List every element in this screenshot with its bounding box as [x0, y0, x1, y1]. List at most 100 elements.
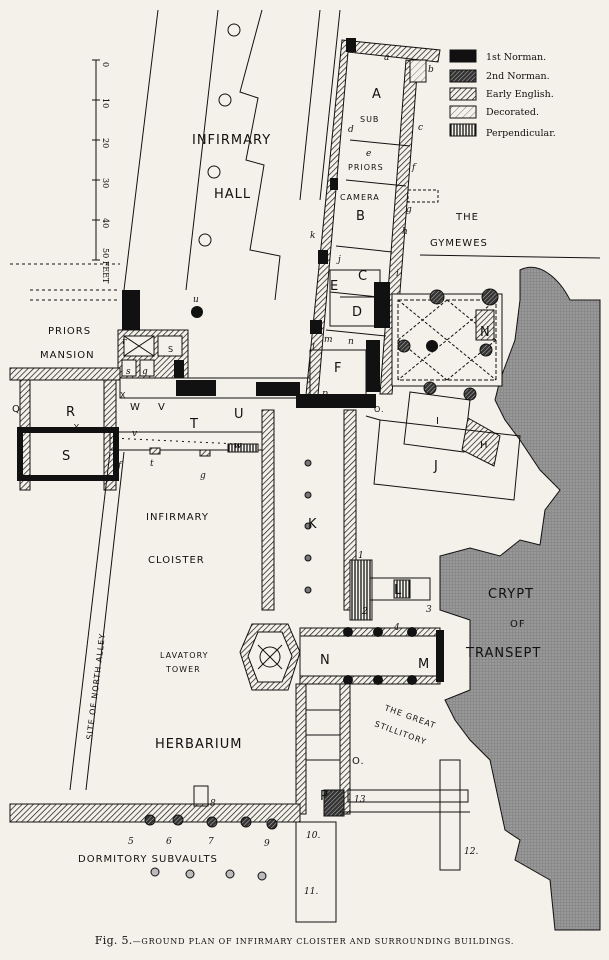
label-herbarium: HERBARIUM — [155, 737, 242, 752]
scale-tick-label: 30 — [101, 178, 110, 188]
label-infirmary-cloister: CLOISTER — [148, 555, 205, 566]
legend-label: Decorated. — [486, 107, 539, 118]
label-dormitory: DORMITORY SUBVAULTS — [78, 854, 218, 865]
number-label: 13 — [354, 795, 366, 805]
number-label: 7 — [208, 837, 214, 847]
scale-tick-label: 40 — [101, 218, 110, 228]
pillar-base-norman — [191, 306, 203, 318]
small-letter-label: b — [428, 65, 434, 75]
north-walk — [109, 349, 376, 457]
letter-label: S — [62, 449, 71, 464]
pillar-base — [207, 165, 221, 179]
small-letter-label: g — [406, 205, 412, 215]
letter-label: H — [480, 440, 489, 451]
small-letter-label: m — [324, 335, 333, 345]
letter-label: O. — [374, 405, 385, 414]
small-letter-label: i — [396, 269, 399, 279]
label-the-gymewes: GYMEWES — [430, 238, 488, 249]
letter-label: N — [320, 653, 331, 668]
scale-tick-label: 10 — [101, 98, 110, 108]
letter-label: Q — [12, 404, 21, 415]
small-letter-label: v — [132, 429, 137, 439]
rooms-i-h-j — [365, 391, 521, 501]
small-letter-label: c — [418, 123, 423, 133]
label-camera: CAMERA — [340, 193, 380, 202]
small-letter-label: f — [117, 461, 123, 471]
letter-label: W — [130, 402, 141, 413]
small-letter-label: q — [142, 367, 148, 377]
legend-swatch-2nd-norman — [449, 69, 477, 83]
small-letter-label: u — [193, 295, 199, 305]
legend: 1st Norman. 2nd Norman. Early English. D… — [449, 49, 556, 139]
letter-label: M — [418, 657, 430, 672]
letter-label: Y — [73, 423, 80, 432]
legend-label: Perpendicular. — [486, 128, 556, 139]
label-priors: PRIORS — [348, 163, 384, 172]
south-corridor — [295, 683, 351, 817]
letter-label: E — [330, 279, 339, 294]
pillar-base — [198, 233, 212, 247]
scale-tick-label: 0 — [101, 62, 110, 67]
letter-label: R — [66, 405, 76, 420]
label-infirmary-hall: INFIRMARY — [192, 133, 271, 148]
letter-label: D — [352, 305, 363, 320]
label-priors-mansion: MANSION — [40, 350, 95, 361]
small-letter-label: j — [336, 255, 341, 265]
letter-label: A — [372, 87, 382, 102]
small-letter-label: f — [411, 163, 417, 173]
letter-label: F — [334, 361, 342, 376]
lavatory-tower — [239, 623, 301, 691]
ground-plan: 0 10 20 30 40 50 FEET — [9, 9, 601, 931]
small-letter-label: s — [126, 367, 131, 377]
small-letter-label: t — [150, 459, 154, 469]
small-letter-label: x — [114, 437, 119, 447]
label-north-alley: SITE OF NORTH ALLEY — [85, 633, 107, 741]
figure-caption: Fig. 5.—GROUND PLAN OF INFIRMARY CLOISTE… — [0, 934, 609, 947]
legend-swatch-decorated — [449, 105, 477, 119]
small-letter-label: k — [310, 231, 315, 241]
small-letter-label: n — [348, 337, 354, 347]
small-letter-label: g — [200, 471, 206, 481]
number-label: 2 — [361, 607, 368, 617]
letter-label: B — [356, 209, 366, 224]
number-label: 11. — [304, 887, 318, 897]
caption-fig-number: Fig. 5. — [94, 934, 133, 947]
number-label: 12. — [464, 847, 478, 857]
letter-label: O. — [352, 756, 365, 767]
label-sub: SUB — [360, 115, 379, 124]
letter-label: L — [394, 583, 402, 598]
number-label: 10. — [306, 831, 320, 841]
small-letter-label: a — [384, 53, 389, 63]
pillar-base — [218, 93, 232, 107]
label-priors-mansion: PRIORS — [48, 326, 91, 337]
dashed-outline — [10, 263, 120, 301]
crypt-of-transept — [439, 266, 601, 931]
letter-label: S — [168, 345, 174, 354]
small-letter-label: r — [122, 337, 127, 347]
label-infirmary-hall: HALL — [214, 187, 251, 202]
legend-label: 2nd Norman. — [486, 71, 550, 82]
letter-label: U — [234, 407, 245, 422]
norman-wall-segment — [122, 290, 140, 330]
cloister-k — [261, 409, 431, 621]
number-label: 3 — [426, 605, 432, 615]
label-infirmary-cloister: INFIRMARY — [146, 512, 209, 523]
dormitory-row — [9, 759, 470, 923]
number-label: 5 — [128, 837, 134, 847]
small-letter-label: w — [234, 441, 242, 451]
letter-label: T — [189, 417, 199, 432]
letter-label: C — [358, 269, 368, 284]
gymewes-vault — [391, 288, 503, 401]
label-the-gymewes: THE — [455, 212, 479, 223]
legend-label: Early English. — [486, 89, 554, 100]
priors-camera-building — [305, 38, 441, 396]
letter-label: X — [120, 391, 126, 400]
small-letter-label: p — [322, 389, 328, 399]
letter-label: N — [480, 325, 491, 340]
label-crypt: TRANSEPT — [465, 646, 541, 661]
number-label: 1 — [358, 551, 364, 561]
letter-label: P — [320, 789, 329, 804]
legend-swatch-1st-norman — [449, 49, 477, 63]
small-letter-label: h — [402, 227, 408, 237]
number-label: 6 — [166, 837, 172, 847]
